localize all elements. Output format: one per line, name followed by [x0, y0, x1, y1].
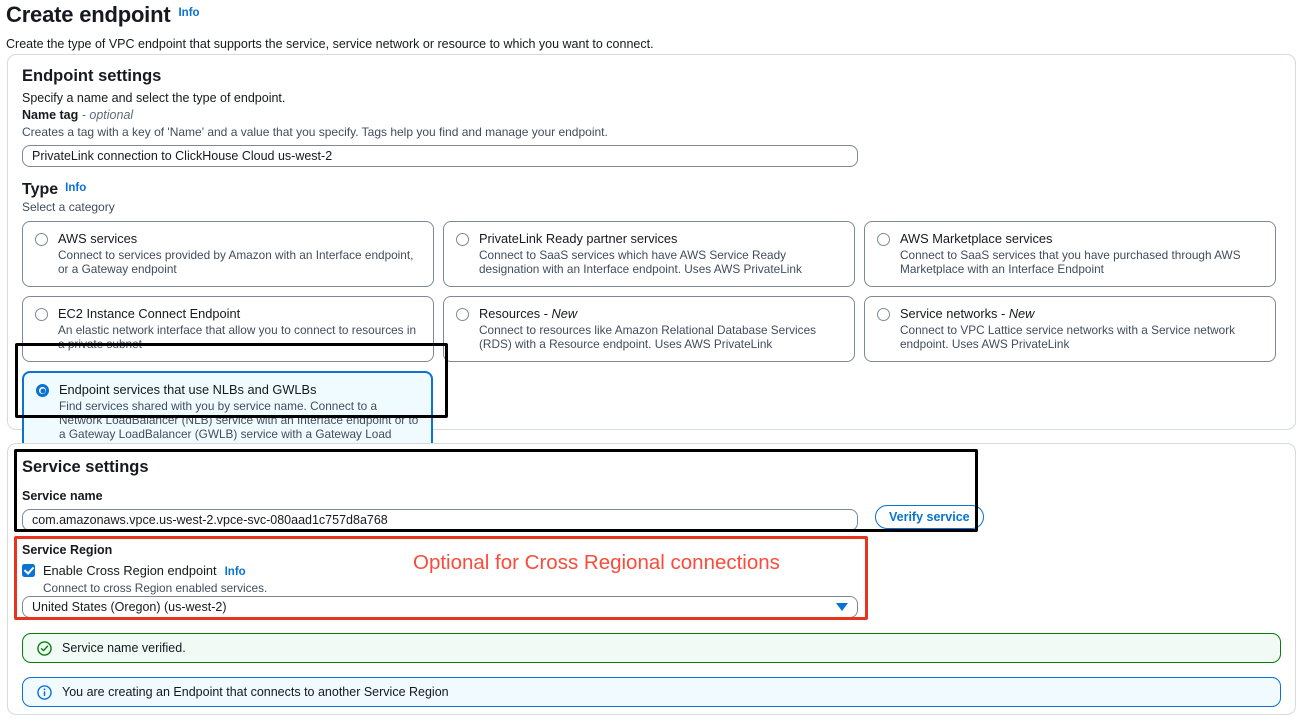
- service-settings-panel: Service settings Service name com.amazon…: [7, 443, 1296, 715]
- page-title: Create endpoint: [6, 2, 171, 27]
- service-region-label: Service Region: [22, 543, 113, 557]
- service-region-selected-value: United States (Oregon) (us-west-2): [32, 600, 227, 614]
- type-option-title: AWS services: [58, 231, 138, 246]
- type-option-title: Endpoint services that use NLBs and GWLB…: [59, 382, 317, 397]
- type-label: Type: [22, 181, 59, 198]
- type-option-title: Service networks - New: [900, 306, 1035, 321]
- type-option-title: PrivateLink Ready partner services: [479, 231, 678, 246]
- enable-cross-region-info-link[interactable]: Info: [224, 566, 246, 578]
- chevron-down-icon[interactable]: [836, 603, 848, 611]
- annotation-text-cross-regional: Optional for Cross Regional connections: [413, 551, 780, 574]
- radio-icon[interactable]: [877, 308, 890, 321]
- type-option-aws-marketplace-services[interactable]: AWS Marketplace services Connect to SaaS…: [864, 221, 1276, 287]
- type-options-row-2: EC2 Instance Connect Endpoint An elastic…: [22, 296, 1276, 362]
- type-sublabel: Select a category: [22, 200, 115, 214]
- alert-cross-region-notice: You are creating an Endpoint that connec…: [22, 677, 1281, 707]
- type-options-row-1: AWS services Connect to services provide…: [22, 221, 1276, 287]
- new-badge-text: New: [551, 306, 578, 321]
- radio-icon[interactable]: [877, 233, 890, 246]
- name-tag-label: Name tag - optional: [22, 108, 862, 122]
- type-option-service-networks[interactable]: Service networks - New Connect to VPC La…: [864, 296, 1276, 362]
- page-header: Create endpoint Info Create the type of V…: [6, 2, 1296, 51]
- service-settings-title: Service settings: [22, 458, 149, 476]
- type-info-link[interactable]: Info: [65, 182, 87, 194]
- endpoint-settings-description: Specify a name and select the type of en…: [22, 91, 286, 105]
- endpoint-settings-panel: Endpoint settings Specify a name and sel…: [7, 54, 1296, 467]
- page-info-link[interactable]: Info: [178, 7, 200, 19]
- type-option-description: Connect to VPC Lattice service networks …: [900, 323, 1236, 351]
- alert-success-message: Service name verified.: [62, 641, 186, 655]
- page-description: Create the type of VPC endpoint that sup…: [6, 37, 654, 51]
- type-option-description: Connect to SaaS services which have AWS …: [479, 248, 802, 276]
- type-option-description: Connect to SaaS services that you have p…: [900, 248, 1241, 276]
- type-option-privatelink-ready-partner-services[interactable]: PrivateLink Ready partner services Conne…: [443, 221, 855, 287]
- radio-icon[interactable]: [35, 308, 48, 321]
- name-tag-hint: Creates a tag with a key of 'Name' and a…: [22, 125, 608, 139]
- enable-cross-region-row[interactable]: Enable Cross Region endpoint Info Connect…: [22, 562, 867, 595]
- radio-icon[interactable]: [456, 308, 469, 321]
- service-name-input[interactable]: com.amazonaws.vpce.us-west-2.vpce-svc-08…: [22, 509, 858, 531]
- service-name-label: Service name: [22, 489, 103, 503]
- name-tag-label-text: Name tag: [22, 108, 79, 122]
- type-option-title: EC2 Instance Connect Endpoint: [58, 306, 241, 321]
- service-region-select[interactable]: United States (Oregon) (us-west-2): [22, 596, 858, 618]
- type-option-description: An elastic network interface that allow …: [58, 323, 417, 351]
- type-option-ec2-instance-connect-endpoint[interactable]: EC2 Instance Connect Endpoint An elastic…: [22, 296, 434, 362]
- name-tag-optional-suffix: - optional: [81, 108, 134, 122]
- verify-service-button[interactable]: Verify service: [875, 505, 984, 529]
- info-circle-icon: [37, 684, 52, 700]
- name-tag-input[interactable]: PrivateLink connection to ClickHouse Clo…: [22, 145, 858, 167]
- type-option-title: Resources - New: [479, 306, 578, 321]
- type-option-title: AWS Marketplace services: [900, 231, 1053, 246]
- enable-cross-region-hint: Connect to cross Region enabled services…: [43, 581, 268, 595]
- radio-icon-selected[interactable]: [36, 384, 49, 397]
- type-option-description: Connect to resources like Amazon Relatio…: [479, 323, 817, 351]
- endpoint-settings-title: Endpoint settings: [22, 67, 162, 85]
- alert-service-name-verified: Service name verified.: [22, 633, 1281, 663]
- check-circle-icon: [37, 640, 52, 656]
- type-option-description: Connect to services provided by Amazon w…: [58, 248, 414, 276]
- enable-cross-region-label: Enable Cross Region endpoint: [43, 563, 217, 578]
- radio-icon[interactable]: [456, 233, 469, 246]
- enable-cross-region-checkbox[interactable]: [22, 564, 35, 577]
- type-option-aws-services[interactable]: AWS services Connect to services provide…: [22, 221, 434, 287]
- radio-icon[interactable]: [35, 233, 48, 246]
- type-option-resources[interactable]: Resources - New Connect to resources lik…: [443, 296, 855, 362]
- alert-info-message: You are creating an Endpoint that connec…: [62, 685, 449, 699]
- new-badge-text: New: [1008, 306, 1035, 321]
- type-options-grid: AWS services Connect to services provide…: [22, 221, 1276, 476]
